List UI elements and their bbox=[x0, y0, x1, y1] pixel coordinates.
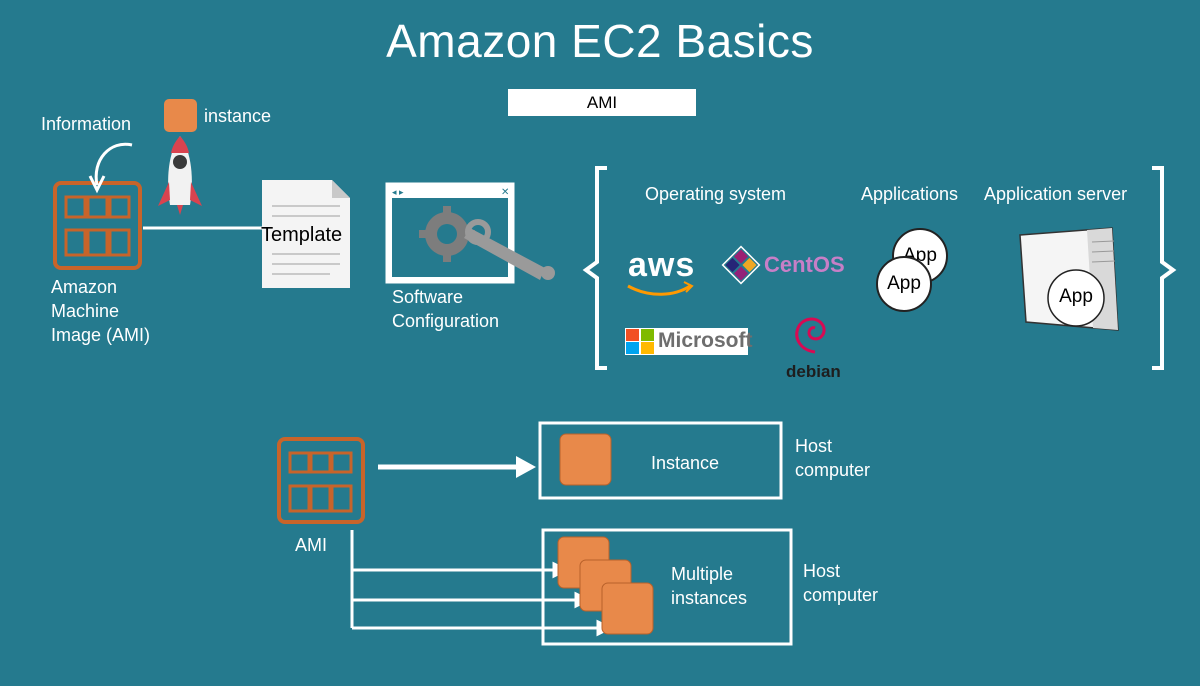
multiple-host-line-1: Host bbox=[803, 561, 841, 581]
multiple-host-label: Host computer bbox=[803, 559, 878, 607]
multiple-host-box bbox=[541, 528, 793, 646]
single-instance-icon bbox=[559, 433, 612, 486]
multiple-host-line-2: computer bbox=[803, 585, 879, 605]
left-brace bbox=[582, 166, 607, 370]
ami-caption-line-1: Amazon bbox=[51, 277, 118, 297]
software-config-line-1: Software bbox=[392, 287, 464, 307]
multiple-instances-line-1: Multiple bbox=[671, 564, 734, 584]
information-label: Information bbox=[41, 114, 132, 134]
aws-arrow-icon bbox=[683, 281, 694, 293]
single-host-line-1: Host bbox=[795, 436, 833, 456]
template-label: Template bbox=[261, 224, 343, 246]
debian-swirl-icon bbox=[795, 317, 826, 354]
appserver-header: Application server bbox=[984, 184, 1128, 204]
server-app-label: App bbox=[1059, 286, 1093, 307]
right-brace bbox=[1152, 166, 1177, 370]
svg-text:◂ ▸: ◂ ▸ bbox=[392, 187, 404, 197]
ami-caption-line-3: Image (AMI) bbox=[51, 325, 151, 345]
page-title: Amazon EC2 Basics bbox=[386, 15, 814, 67]
single-instance-arrow bbox=[378, 456, 536, 478]
curved-arrow-icon bbox=[88, 142, 133, 194]
microsoft-logo-icon bbox=[625, 328, 748, 355]
multiple-instances-icon bbox=[557, 536, 654, 635]
single-instance-label: Instance bbox=[651, 453, 720, 473]
ami-grid-icon bbox=[53, 181, 142, 270]
centos-logo: CentOS bbox=[764, 252, 845, 277]
ami-caption-line-2: Machine bbox=[51, 301, 120, 321]
multiple-instances-line-2: instances bbox=[671, 588, 748, 608]
ami-header-box: AMI bbox=[508, 89, 696, 116]
centos-logo-icon bbox=[721, 245, 761, 285]
os-header: Operating system bbox=[645, 184, 787, 204]
rocket-icon bbox=[158, 136, 202, 215]
single-host-box bbox=[538, 421, 783, 500]
svg-text:✕: ✕ bbox=[501, 187, 509, 198]
instance-label: instance bbox=[204, 106, 272, 126]
apps-header: Applications bbox=[861, 184, 959, 204]
bottom-ami-label: AMI bbox=[295, 535, 328, 555]
instance-square-icon bbox=[164, 99, 197, 132]
ami-grid-icon-bottom bbox=[277, 437, 365, 524]
software-config-line-2: Configuration bbox=[392, 311, 500, 331]
multiple-instances-label: Multiple instances bbox=[671, 562, 747, 610]
application-server-icon bbox=[1019, 227, 1119, 331]
software-config-caption: Software Configuration bbox=[392, 285, 499, 333]
app-bubble-front: App bbox=[876, 256, 932, 312]
software-config-icon: ◂ ▸ ✕ bbox=[385, 182, 555, 284]
ami-caption: Amazon Machine Image (AMI) bbox=[51, 275, 150, 347]
debian-logo: debian bbox=[786, 362, 841, 381]
microsoft-logo: Microsoft bbox=[658, 329, 753, 352]
aws-smile-icon bbox=[627, 284, 691, 296]
document-icon bbox=[262, 180, 350, 288]
single-host-label: Host computer bbox=[795, 434, 870, 482]
aws-logo: aws bbox=[628, 246, 696, 284]
single-host-line-2: computer bbox=[795, 460, 871, 480]
